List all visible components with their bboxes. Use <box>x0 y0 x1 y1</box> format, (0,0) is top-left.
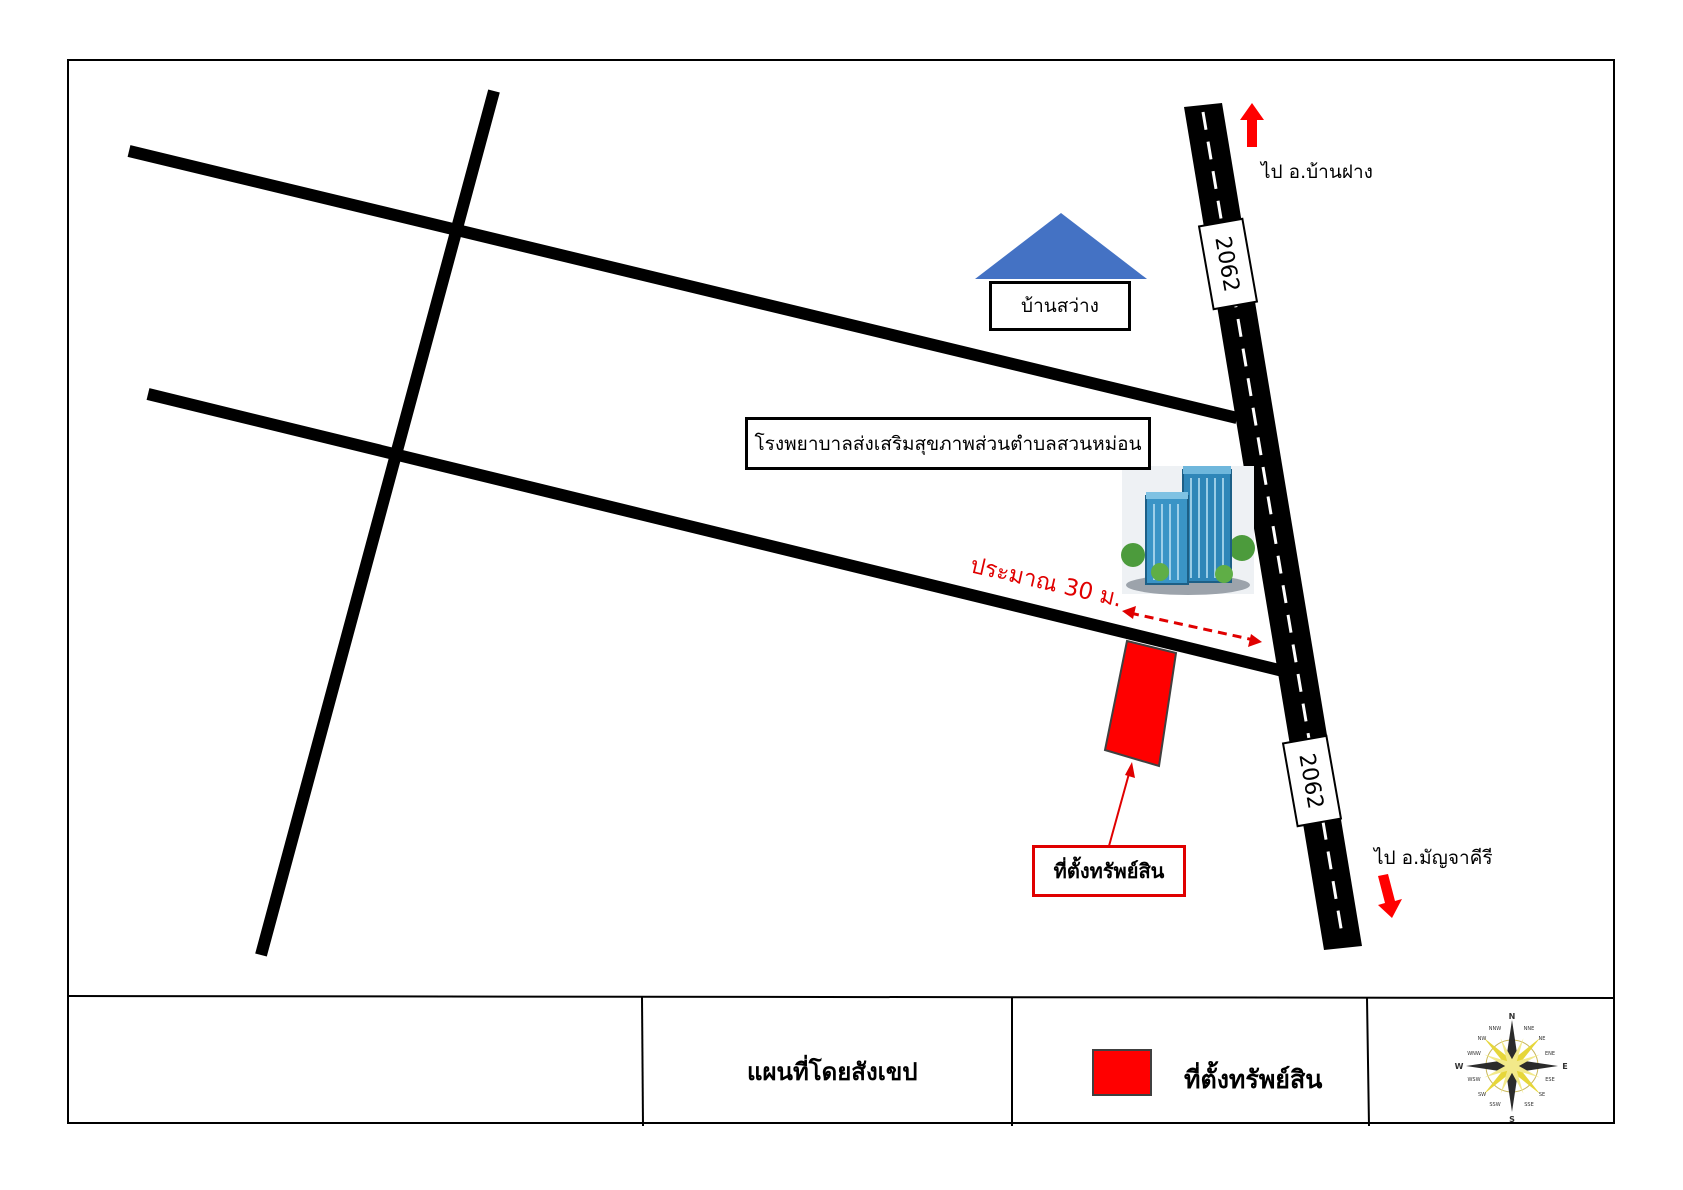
footer-separator-1 <box>641 996 644 1127</box>
property-parcel <box>1103 639 1178 768</box>
compass-ssw: SSW <box>1489 1102 1500 1108</box>
village-label: บ้านสว่าง <box>989 281 1131 331</box>
arrow-north-icon <box>1240 103 1264 147</box>
legend-label: ที่ตั้งทรัพย์สิน <box>1184 1065 1323 1094</box>
hospital-label: โรงพยาบาลส่งเสริมสุขภาพส่วนตำบลสวนหม่อน <box>745 417 1151 470</box>
compass-sse: SSE <box>1524 1102 1534 1108</box>
compass-n: N <box>1509 1012 1516 1021</box>
compass-e: E <box>1562 1062 1567 1071</box>
arrow-south-icon <box>1378 874 1402 918</box>
compass-s: S <box>1509 1115 1515 1124</box>
map-frame <box>67 59 1615 1124</box>
road-number-marker-top: 2062 <box>1197 217 1259 311</box>
compass-sw: SW <box>1478 1092 1486 1098</box>
legend-swatch <box>1092 1049 1152 1096</box>
compass-ne: NE <box>1539 1036 1546 1042</box>
compass-ene: ENE <box>1545 1051 1555 1057</box>
footer-divider <box>67 995 1615 999</box>
compass-ese: ESE <box>1545 1077 1555 1083</box>
compass-se: SE <box>1539 1092 1545 1098</box>
compass-nnw: NNW <box>1489 1026 1501 1032</box>
compass-w: W <box>1455 1062 1464 1071</box>
road-upper-horizontal <box>127 145 1239 424</box>
direction-north-label: ไป อ.บ้านฝาง <box>1261 161 1373 183</box>
property-label: ที่ตั้งทรัพย์สิน <box>1032 845 1186 897</box>
footer-separator-3 <box>1366 997 1370 1127</box>
road-left-vertical <box>255 89 500 957</box>
direction-south-label: ไป อ.มัญจาคีรี <box>1374 847 1493 869</box>
compass-wsw: WSW <box>1467 1077 1480 1083</box>
distance-arrow-icon <box>1122 606 1262 647</box>
compass-nne: NNE <box>1524 1026 1535 1032</box>
village-roof-icon <box>975 213 1147 279</box>
road-number-marker-bottom: 2062 <box>1281 734 1343 828</box>
compass-rose-icon: N S E W NNE NE ENE ESE SE SSE SSW SW WSW… <box>1455 1012 1568 1124</box>
compass-wnw: WNW <box>1467 1051 1481 1057</box>
hospital-building-icon <box>1121 466 1255 595</box>
footer-title: แผนที่โดยสังเขป <box>747 1058 918 1086</box>
road-lower-horizontal <box>146 388 1285 677</box>
property-pointer-icon <box>1108 762 1135 847</box>
compass-nw: NW <box>1478 1036 1487 1042</box>
